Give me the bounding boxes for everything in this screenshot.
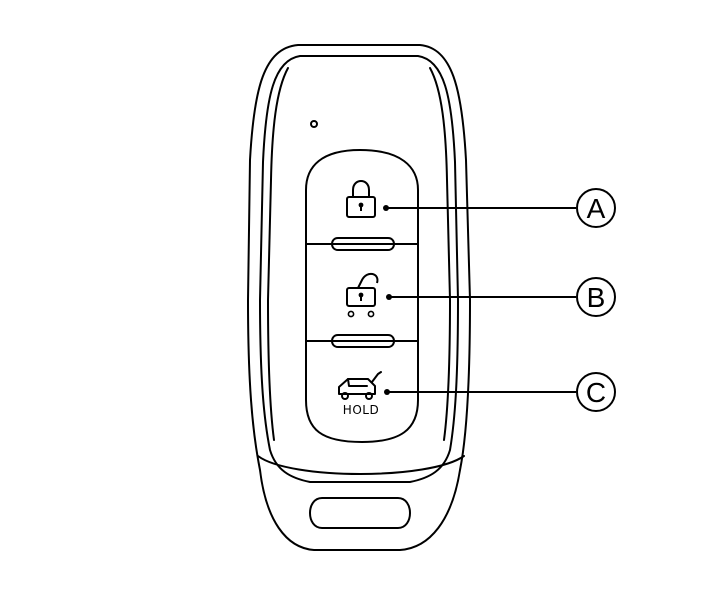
lock-closed-icon xyxy=(346,180,376,218)
unlock-button[interactable] xyxy=(346,272,379,318)
fob-outer-shell xyxy=(247,44,471,551)
callout-a: A xyxy=(383,188,616,228)
fob-seam xyxy=(257,455,465,475)
key-ring-slot xyxy=(309,497,411,529)
callout-b-letter: B xyxy=(587,282,606,313)
tailgate-button[interactable]: HOLD xyxy=(338,371,382,417)
button-panel xyxy=(305,149,419,443)
callout-c-circle xyxy=(576,372,616,412)
groove-upper xyxy=(331,237,395,251)
fob-contour-right xyxy=(429,67,451,441)
callout-b: B xyxy=(386,277,616,317)
lock-open-icon xyxy=(346,272,379,318)
callout-c: C xyxy=(384,372,616,412)
callout-a-letter: A xyxy=(587,193,606,224)
groove-lower xyxy=(331,334,395,348)
lock-button[interactable] xyxy=(346,180,376,218)
car-tailgate-icon xyxy=(338,371,382,400)
fob-contour-left xyxy=(267,67,289,441)
callout-c-letter: C xyxy=(586,377,606,408)
tailgate-hold-label: HOLD xyxy=(343,403,379,417)
callout-a-circle xyxy=(576,188,616,228)
fob-inner-shell xyxy=(259,55,459,483)
callout-b-circle xyxy=(576,277,616,317)
indicator-led xyxy=(310,120,318,128)
